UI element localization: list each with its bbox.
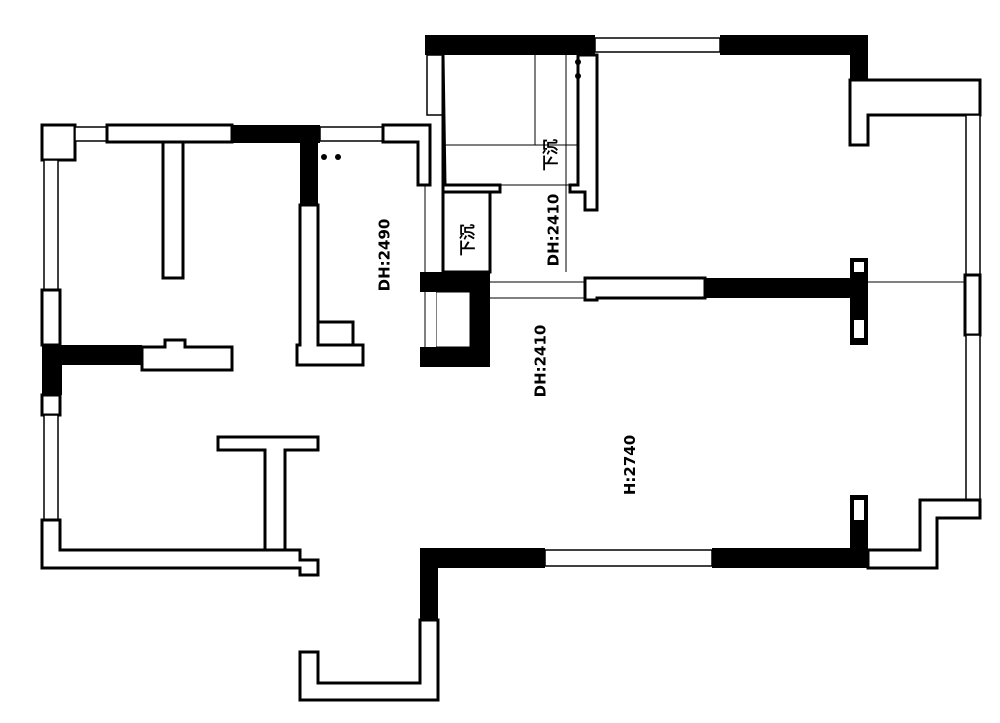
room-height-label: H:2740 [621, 434, 640, 496]
wall [161, 140, 185, 280]
ceiling-height-label: DH:2490 [375, 218, 394, 292]
window [43, 159, 59, 291]
column-hole [854, 320, 864, 338]
wall [568, 53, 599, 212]
structural-wall [60, 345, 142, 365]
window [965, 334, 981, 501]
structural-wall [425, 35, 595, 55]
structural-wall [420, 548, 545, 568]
wall [381, 123, 432, 187]
wall [298, 618, 440, 702]
wall [866, 498, 982, 570]
wall [441, 54, 502, 194]
shaft [420, 292, 436, 347]
pipe [575, 73, 581, 79]
wall [40, 288, 62, 347]
structural-wall [300, 142, 318, 205]
structural-wall [420, 568, 438, 620]
wall [848, 78, 982, 147]
wall [140, 338, 234, 372]
window [965, 114, 981, 276]
fixture [316, 320, 355, 347]
structural-wall [232, 125, 320, 143]
wall [216, 435, 320, 552]
column-hole [854, 262, 864, 272]
wall [583, 276, 707, 302]
wall [441, 190, 492, 274]
structural-wall [720, 35, 868, 55]
wall [963, 273, 982, 337]
structural-wall [705, 278, 868, 298]
pipe [575, 59, 581, 65]
column-hole [854, 500, 864, 520]
shaft [435, 291, 471, 348]
wall [40, 518, 320, 577]
window [74, 126, 108, 142]
ceiling-height-label: DH:2410 [544, 193, 563, 267]
wall [40, 393, 62, 417]
window [426, 54, 444, 116]
wall [105, 123, 234, 144]
pipe [321, 154, 327, 160]
ceiling-height-label: DH:2410 [531, 324, 550, 398]
wall [295, 203, 365, 367]
pipe [335, 154, 341, 160]
wall-corner [40, 123, 77, 162]
structural-wall [712, 548, 868, 568]
window [594, 37, 721, 53]
window [319, 126, 384, 142]
window [43, 414, 59, 521]
structural-wall [42, 345, 62, 395]
structural-wall [850, 55, 868, 80]
sunken-area-label: 下沉 [541, 138, 561, 172]
sunken-area-label: 下沉 [458, 223, 478, 257]
window [544, 549, 713, 567]
